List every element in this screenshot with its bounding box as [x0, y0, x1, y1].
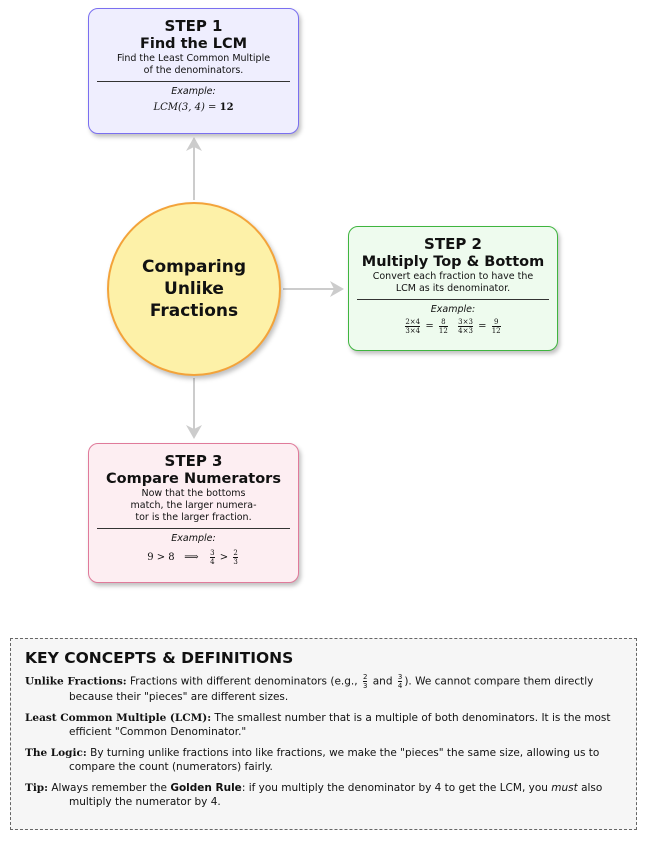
numerator-compare: 9 > 8	[147, 552, 175, 563]
definition-unlike-fractions: Unlike Fractions: Fractions with differe…	[25, 673, 594, 703]
arrows	[186, 137, 344, 439]
equals: =	[478, 321, 487, 332]
lcm-expr: LCM(3, 4)	[153, 102, 205, 113]
definition-logic: The Logic: By turning unlike fractions i…	[25, 747, 600, 773]
step-label: STEP 2	[424, 235, 482, 253]
step-description: Find the Least Common Multiple of the de…	[116, 53, 271, 76]
equals: =	[425, 321, 434, 332]
center-line: Comparing	[142, 257, 246, 277]
definition-tip: Tip: Always remember the Golden Rule: if…	[25, 782, 603, 808]
step-description: Convert each fraction to have the LCM as…	[372, 271, 534, 294]
definition-lcm: Least Common Multiple (LCM): The smalles…	[25, 712, 611, 738]
term: Unlike Fractions:	[25, 675, 127, 688]
step-title: Find the LCM	[139, 36, 248, 52]
key-heading: KEY CONCEPTS & DEFINITIONS	[25, 649, 294, 667]
implies: ⟹	[184, 552, 199, 563]
example-label: Example:	[171, 533, 216, 544]
divider	[357, 299, 549, 300]
example-label: Example:	[430, 304, 476, 315]
step3-box: STEP 3 Compare Numerators Now that the b…	[88, 443, 299, 583]
term: The Logic:	[25, 747, 87, 759]
lcm-result: 12	[219, 102, 234, 113]
divider	[97, 528, 290, 529]
example-label: Example:	[171, 86, 216, 97]
term: Least Common Multiple (LCM):	[25, 712, 212, 724]
term: Tip:	[25, 782, 49, 794]
equals: =	[204, 102, 220, 113]
divider	[97, 81, 290, 82]
step-title: Multiply Top & Bottom	[361, 254, 545, 270]
greater-than: >	[219, 552, 229, 563]
step-label: STEP 3	[164, 452, 223, 470]
step1-box: STEP 1 Find the LCM Find the Least Commo…	[88, 8, 299, 134]
key-concepts-panel: KEY CONCEPTS & DEFINITIONS Unlike Fracti…	[10, 638, 637, 830]
step-description: Now that the bottoms match, the larger n…	[130, 488, 257, 523]
center-line: Unlike	[164, 279, 224, 299]
step2-box: STEP 2 Multiply Top & Bottom Convert eac…	[348, 226, 558, 351]
step-label: STEP 1	[164, 17, 223, 35]
center-line: Fractions	[149, 301, 239, 321]
step-title: Compare Numerators	[106, 471, 281, 487]
example-math: LCM(3, 4) = 12	[89, 102, 298, 113]
